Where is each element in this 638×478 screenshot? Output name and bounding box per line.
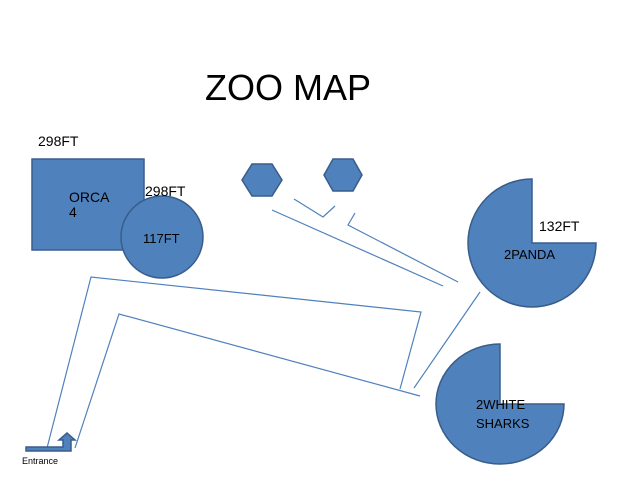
walkway-left-outer: [46, 276, 422, 449]
white-sharks-enclosure[interactable]: [435, 343, 565, 465]
orca-name-label: ORCA: [69, 189, 110, 205]
walkway-left-inner: [74, 313, 421, 449]
orca-count-label: 4: [69, 204, 77, 220]
sharks-name-label-line1: 2WHITE: [476, 397, 525, 412]
round-enclosure[interactable]: [120, 195, 204, 279]
walkway-center-notch: [293, 198, 336, 218]
walkway-right-upper: [347, 212, 459, 283]
sharks-name-label-line2: SHARKS: [476, 416, 530, 431]
bent-up-arrow-icon[interactable]: [25, 432, 77, 452]
hexagon-attraction-left[interactable]: [241, 163, 283, 197]
entrance-label: Entrance: [22, 456, 58, 466]
walkway-center-upper: [271, 209, 444, 287]
walkways: [46, 198, 481, 449]
panda-enclosure[interactable]: [467, 178, 597, 308]
hexagon-attraction-right[interactable]: [323, 158, 363, 192]
orca-width-label: 298FT: [38, 133, 79, 149]
map-title: ZOO MAP: [205, 67, 371, 108]
panda-name-label: 2PANDA: [504, 247, 555, 262]
circle-size-label: 117FT: [143, 231, 180, 246]
walkway-right-lower: [413, 291, 481, 389]
panda-size-label: 132FT: [539, 218, 580, 234]
circle-edge-label: 298FT: [145, 183, 186, 199]
